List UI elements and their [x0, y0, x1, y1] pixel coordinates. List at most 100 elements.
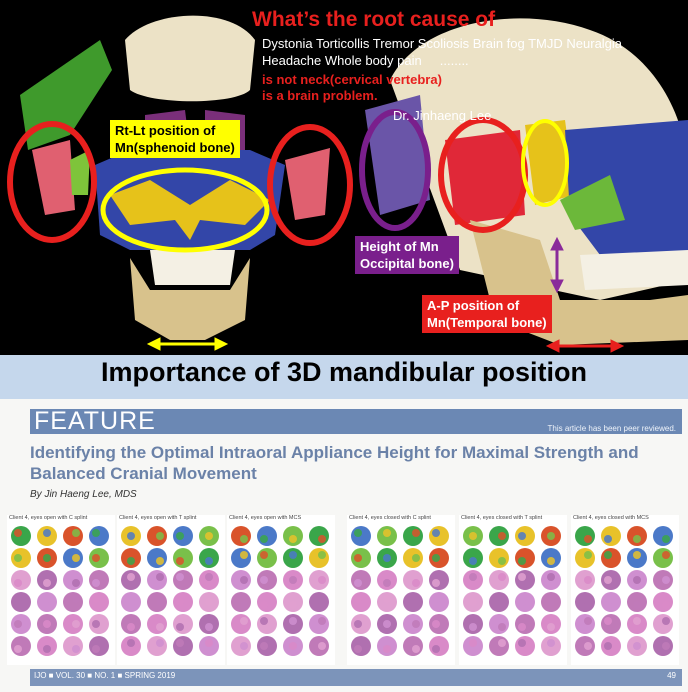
brain-map-thumbnail	[37, 526, 57, 546]
brain-map-thumbnail	[89, 592, 109, 612]
brain-map-thumbnail	[601, 548, 621, 568]
brain-map-thumbnail	[199, 548, 219, 568]
brain-map-thumbnail	[463, 592, 483, 612]
brain-map-thumbnail	[463, 548, 483, 568]
brain-map-thumbnail	[515, 570, 535, 590]
brain-map-thumbnail	[63, 526, 83, 546]
brain-map-thumbnail	[403, 526, 423, 546]
brain-map-thumbnail	[351, 526, 371, 546]
brain-map-thumbnail	[121, 526, 141, 546]
brain-map-thumbnail	[403, 592, 423, 612]
circle-temporal-right	[267, 124, 353, 246]
brain-map-thumbnail	[173, 570, 193, 590]
brain-map-thumbnail	[283, 526, 303, 546]
label-temporal-line-1: A-P position of	[427, 298, 520, 313]
brain-map-thumbnail	[351, 592, 371, 612]
maxilla-teeth-right	[580, 250, 688, 290]
brain-map-thumbnail	[147, 548, 167, 568]
brain-map-thumbnail	[199, 614, 219, 634]
brain-map-thumbnail	[121, 636, 141, 656]
brain-map-thumbnail	[121, 570, 141, 590]
brain-map-thumbnail	[257, 570, 277, 590]
brain-map-thumbnail	[89, 548, 109, 568]
brain-map-thumbnail	[429, 526, 449, 546]
brain-map-thumbnail	[257, 526, 277, 546]
brain-map-thumbnail	[147, 636, 167, 656]
brain-map-thumbnail	[429, 592, 449, 612]
banner-title: Importance of 3D mandibular position	[100, 357, 588, 387]
brain-map-thumbnail	[601, 614, 621, 634]
brain-map-thumbnail	[257, 592, 277, 612]
brain-map-thumbnail	[173, 614, 193, 634]
circle-occipital	[359, 109, 431, 231]
brain-map-thumbnail	[403, 570, 423, 590]
brain-map-thumbnail	[89, 636, 109, 656]
brain-map-thumbnail	[627, 548, 647, 568]
brain-map-thumbnail	[601, 592, 621, 612]
eeg-panel-1: Client 4, eyes open with C splint	[7, 515, 115, 665]
brain-map-thumbnail	[627, 614, 647, 634]
brain-map-thumbnail	[351, 548, 371, 568]
brain-map-thumbnail	[147, 570, 167, 590]
brain-map-thumbnail	[37, 614, 57, 634]
brain-map-thumbnail	[231, 636, 251, 656]
brain-map-grid	[463, 526, 561, 656]
brain-map-thumbnail	[601, 526, 621, 546]
brain-map-thumbnail	[489, 614, 509, 634]
brain-map-thumbnail	[309, 548, 329, 568]
brain-map-thumbnail	[489, 570, 509, 590]
eeg-panel-caption: Client 4, eyes closed with C splint	[349, 515, 431, 521]
brain-map-thumbnail	[283, 636, 303, 656]
brain-map-thumbnail	[403, 614, 423, 634]
sphenoid-yellow	[110, 180, 270, 240]
brain-map-thumbnail	[351, 614, 371, 634]
page-number: 49	[667, 671, 676, 680]
brain-map-thumbnail	[463, 526, 483, 546]
arrow-height	[550, 236, 564, 294]
brain-map-thumbnail	[283, 570, 303, 590]
brain-map-thumbnail	[309, 526, 329, 546]
brain-map-thumbnail	[89, 614, 109, 634]
brain-map-thumbnail	[121, 592, 141, 612]
label-sphenoid-line-1: Rt-Lt position of	[115, 123, 216, 138]
brain-map-thumbnail	[89, 526, 109, 546]
brain-map-thumbnail	[231, 548, 251, 568]
article-title: Identifying the Optimal Intraoral Applia…	[30, 443, 639, 483]
brain-map-thumbnail	[429, 636, 449, 656]
author-name: Dr. Jinhaeng Lee	[393, 108, 492, 123]
brain-map-thumbnail	[147, 592, 167, 612]
brain-map-thumbnail	[627, 636, 647, 656]
brain-map-thumbnail	[403, 636, 423, 656]
circle-temporal-left	[7, 121, 97, 243]
brain-map-thumbnail	[627, 592, 647, 612]
slide-heading: What’s the root cause of	[252, 8, 496, 31]
brain-map-thumbnail	[575, 592, 595, 612]
brain-map-thumbnail	[309, 636, 329, 656]
brain-map-thumbnail	[541, 526, 561, 546]
brain-map-thumbnail	[541, 636, 561, 656]
brain-map-thumbnail	[377, 636, 397, 656]
brain-map-thumbnail	[309, 570, 329, 590]
brain-map-thumbnail	[541, 548, 561, 568]
brain-map-thumbnail	[11, 614, 31, 634]
parietal-bone-left	[20, 40, 112, 150]
anatomy-slide: What’s the root cause of Dystonia Tortic…	[0, 0, 688, 355]
brain-map-thumbnail	[351, 570, 371, 590]
circle-zygomatic	[521, 119, 569, 207]
brain-map-thumbnail	[199, 570, 219, 590]
brain-map-thumbnail	[653, 614, 673, 634]
brain-map-thumbnail	[11, 592, 31, 612]
brain-map-grid	[575, 526, 673, 656]
banner-background	[0, 355, 688, 399]
brain-map-thumbnail	[37, 636, 57, 656]
brain-map-thumbnail	[601, 636, 621, 656]
cheek-green	[560, 175, 625, 230]
brain-map-thumbnail	[11, 636, 31, 656]
eeg-panel-4: Client 4, eyes closed with C splint	[347, 515, 455, 665]
cranium-front	[125, 15, 255, 102]
brain-map-thumbnail	[377, 592, 397, 612]
brain-map-thumbnail	[37, 592, 57, 612]
brain-map-thumbnail	[351, 636, 371, 656]
brain-map-thumbnail	[173, 548, 193, 568]
brain-map-thumbnail	[575, 614, 595, 634]
